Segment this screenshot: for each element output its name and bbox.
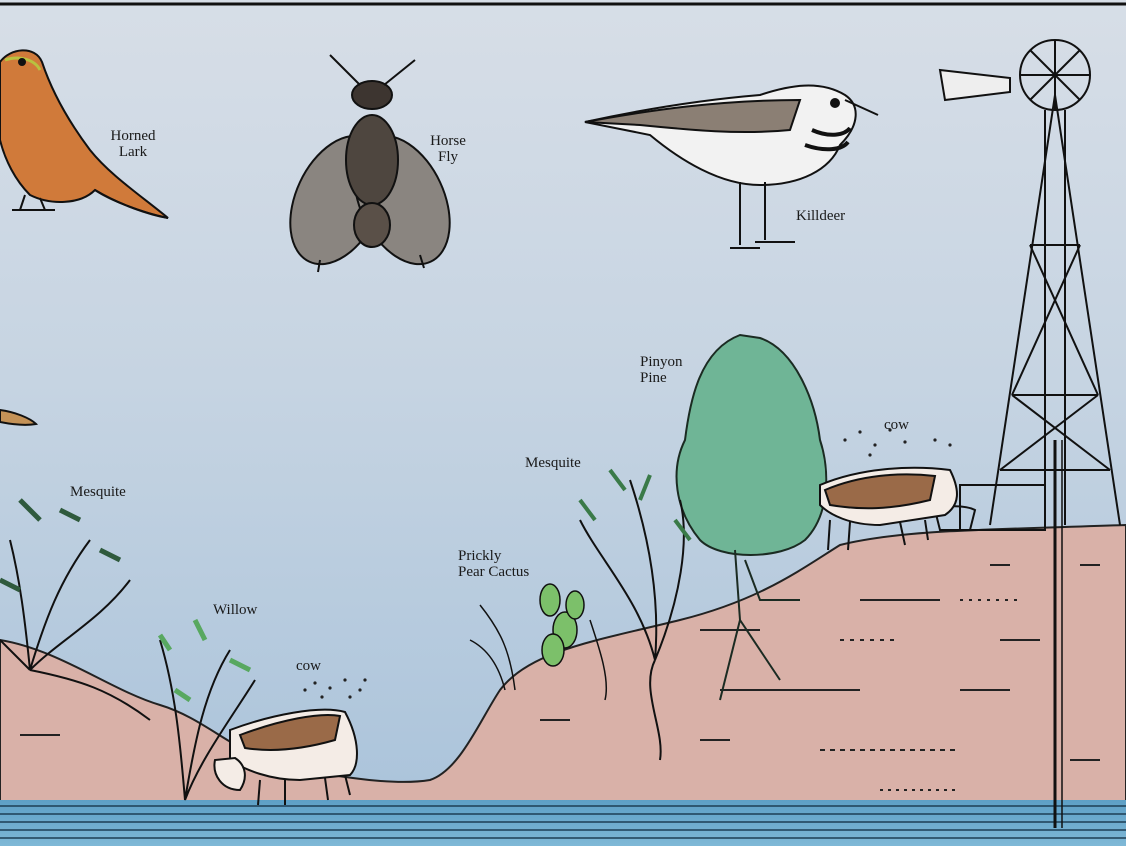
label-pinyon-pine: Pinyon Pine (640, 354, 700, 386)
label-cow-left: cow (296, 658, 336, 674)
label-prickly-pear-cactus: Prickly Pear Cactus (458, 548, 568, 580)
label-horse-fly: Horse Fly (418, 133, 478, 165)
water (0, 800, 1126, 846)
label-mesquite-right: Mesquite (525, 455, 615, 471)
label-horned-lark: Horned Lark (98, 128, 168, 160)
label-mesquite-left: Mesquite (70, 484, 160, 500)
label-killdeer: Killdeer (796, 208, 886, 224)
label-cow-right: cow (884, 417, 924, 433)
label-willow: Willow (213, 602, 283, 618)
